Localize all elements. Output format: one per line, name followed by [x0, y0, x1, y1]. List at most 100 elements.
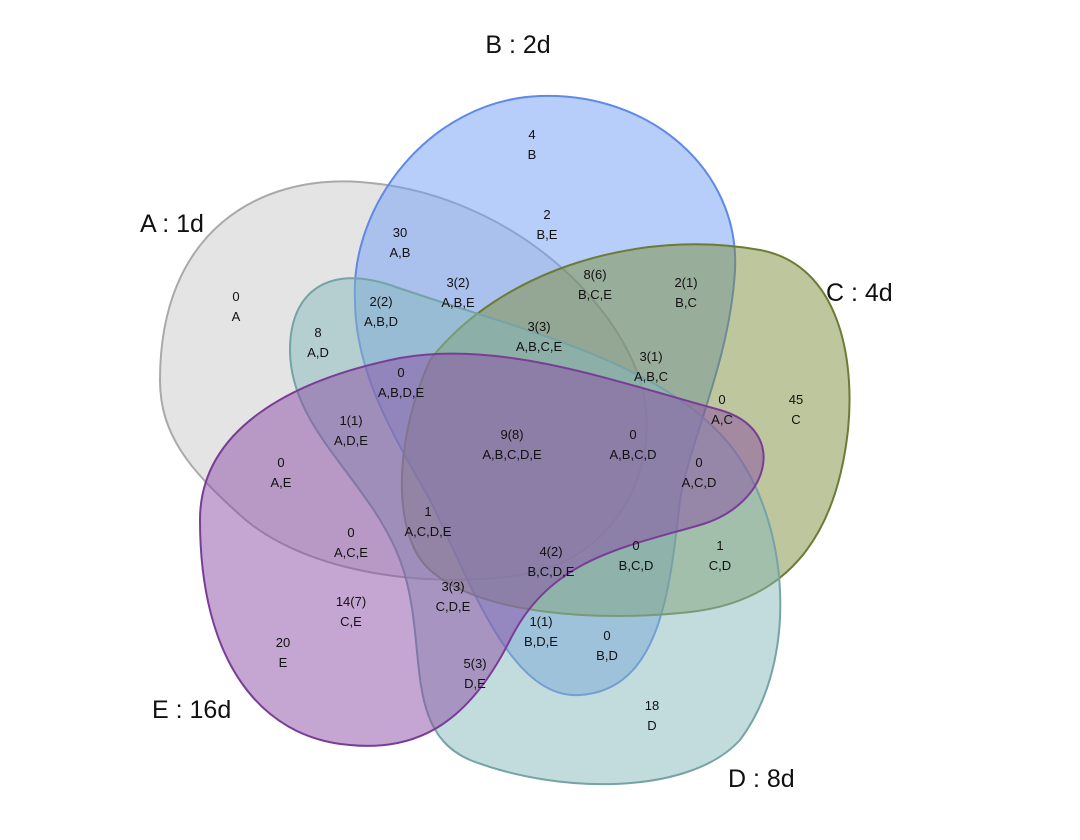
region-sets: A,B,C	[634, 369, 668, 384]
region-count: 1	[424, 504, 431, 519]
region-e-label: 20E	[276, 635, 290, 670]
region-count: 0	[629, 427, 636, 442]
region-ade-label: 1(1) A,D,E	[334, 413, 368, 448]
region-count: 4	[528, 127, 535, 142]
region-bde-label: 1(1) B,D,E	[524, 614, 558, 649]
set-e-shape	[198, 352, 765, 747]
region-labels: 0A4B45C18D20E30A,B2B,E3(2)A,B,E8(6)B,C,E…	[232, 127, 804, 733]
region-count: 3(3)	[527, 319, 550, 334]
region-sets: A,B,E	[441, 295, 475, 310]
region-a-label: 0A	[232, 289, 241, 324]
region-count: 45	[789, 392, 803, 407]
region-count: 8(6)	[583, 267, 606, 282]
set-b-title: B : 2d	[485, 31, 550, 59]
set-titles: A : 1d B : 2d C : 4d D : 8d E : 16d	[140, 31, 893, 793]
region-sets: A,C	[711, 412, 733, 427]
region-bcde-label: 4(2) B,C,D,E	[528, 544, 575, 579]
region-c-label: 45C	[789, 392, 803, 427]
region-count: 18	[645, 698, 659, 713]
region-acde-label: 1A,C,D,E	[405, 504, 452, 539]
region-sets: A,B,C,D	[610, 447, 657, 462]
region-sets: B,C,D	[619, 558, 654, 573]
region-sets: D	[647, 718, 656, 733]
region-count: 3(3)	[441, 579, 464, 594]
region-count: 0	[632, 538, 639, 553]
region-cde-label: 3(3) C,D,E	[436, 579, 471, 614]
region-count: 0	[695, 455, 702, 470]
region-bc-label: 2(1) B,C	[674, 275, 697, 310]
region-sets: E	[279, 655, 288, 670]
region-d-label: 18D	[645, 698, 659, 733]
region-count: 14(7)	[336, 594, 366, 609]
region-ab-label: 30A,B	[390, 225, 411, 260]
region-count: 3(1)	[639, 349, 662, 364]
region-de-label: 5(3)D,E	[463, 656, 486, 691]
region-count: 2(2)	[369, 294, 392, 309]
region-abce-label: 3(3) A,B,C,E	[516, 319, 563, 354]
region-count: 0	[603, 628, 610, 643]
region-bd-label: 0B,D	[596, 628, 618, 663]
region-count: 0	[232, 289, 239, 304]
region-sets: A	[232, 309, 241, 324]
set-a-title: A : 1d	[140, 210, 204, 238]
region-abcde-label: 9(8) A,B,C,D,E	[482, 427, 542, 462]
region-sets: B,D	[596, 648, 618, 663]
region-count: 20	[276, 635, 290, 650]
region-sets: B,C	[675, 295, 697, 310]
region-count: 0	[718, 392, 725, 407]
region-sets: A,C,D,E	[405, 524, 452, 539]
region-sets: C,D,E	[436, 599, 471, 614]
region-abc-label: 3(1) A,B,C	[634, 349, 668, 384]
region-count: 0	[397, 365, 404, 380]
region-sets: A,B,D	[364, 314, 398, 329]
region-count: 8	[314, 325, 321, 340]
region-ace-label: 0A,C,E	[334, 525, 368, 560]
region-acd-label: 0A,C,D	[682, 455, 717, 490]
region-sets: B,D,E	[524, 634, 558, 649]
region-bcd-label: 0B,C,D	[619, 538, 654, 573]
region-abd-label: 2(2) A,B,D	[364, 294, 398, 329]
region-ae-label: 0A,E	[271, 455, 292, 490]
region-count: 2(1)	[674, 275, 697, 290]
region-count: 1	[716, 538, 723, 553]
region-sets: A,B,D,E	[378, 385, 425, 400]
region-count: 9(8)	[500, 427, 523, 442]
region-count: 3(2)	[446, 275, 469, 290]
region-cd-label: 1C,D	[709, 538, 731, 573]
region-be-label: 2B,E	[537, 207, 558, 242]
region-sets: C,D	[709, 558, 731, 573]
region-sets: B,C,D,E	[528, 564, 575, 579]
region-abcd-label: 0A,B,C,D	[610, 427, 657, 462]
region-count: 30	[393, 225, 407, 240]
region-count: 4(2)	[539, 544, 562, 559]
region-sets: C,E	[340, 614, 362, 629]
region-count: 5(3)	[463, 656, 486, 671]
region-sets: A,B,C,D,E	[482, 447, 542, 462]
region-bce-label: 8(6) B,C,E	[578, 267, 612, 302]
region-sets: C	[791, 412, 800, 427]
region-sets: A,D	[307, 345, 329, 360]
region-ac-label: 0A,C	[711, 392, 733, 427]
region-sets: A,C,D	[682, 475, 717, 490]
set-e-title: E : 16d	[152, 696, 231, 724]
region-b-label: 4B	[528, 127, 537, 162]
set-d-title: D : 8d	[728, 765, 795, 793]
region-abde-label: 0A,B,D,E	[378, 365, 425, 400]
region-sets: B,C,E	[578, 287, 612, 302]
region-abe-label: 3(2) A,B,E	[441, 275, 475, 310]
region-count: 2	[543, 207, 550, 222]
region-count: 1(1)	[339, 413, 362, 428]
region-count: 1(1)	[529, 614, 552, 629]
region-sets: A,B	[390, 245, 411, 260]
region-sets: A,C,E	[334, 545, 368, 560]
region-sets: A,B,C,E	[516, 339, 563, 354]
region-count: 0	[347, 525, 354, 540]
region-sets: A,E	[271, 475, 292, 490]
set-c-title: C : 4d	[826, 279, 893, 307]
region-ad-label: 8A,D	[307, 325, 329, 360]
region-count: 0	[277, 455, 284, 470]
region-sets: B,E	[537, 227, 558, 242]
region-sets: A,D,E	[334, 433, 368, 448]
set-shapes	[158, 94, 851, 786]
